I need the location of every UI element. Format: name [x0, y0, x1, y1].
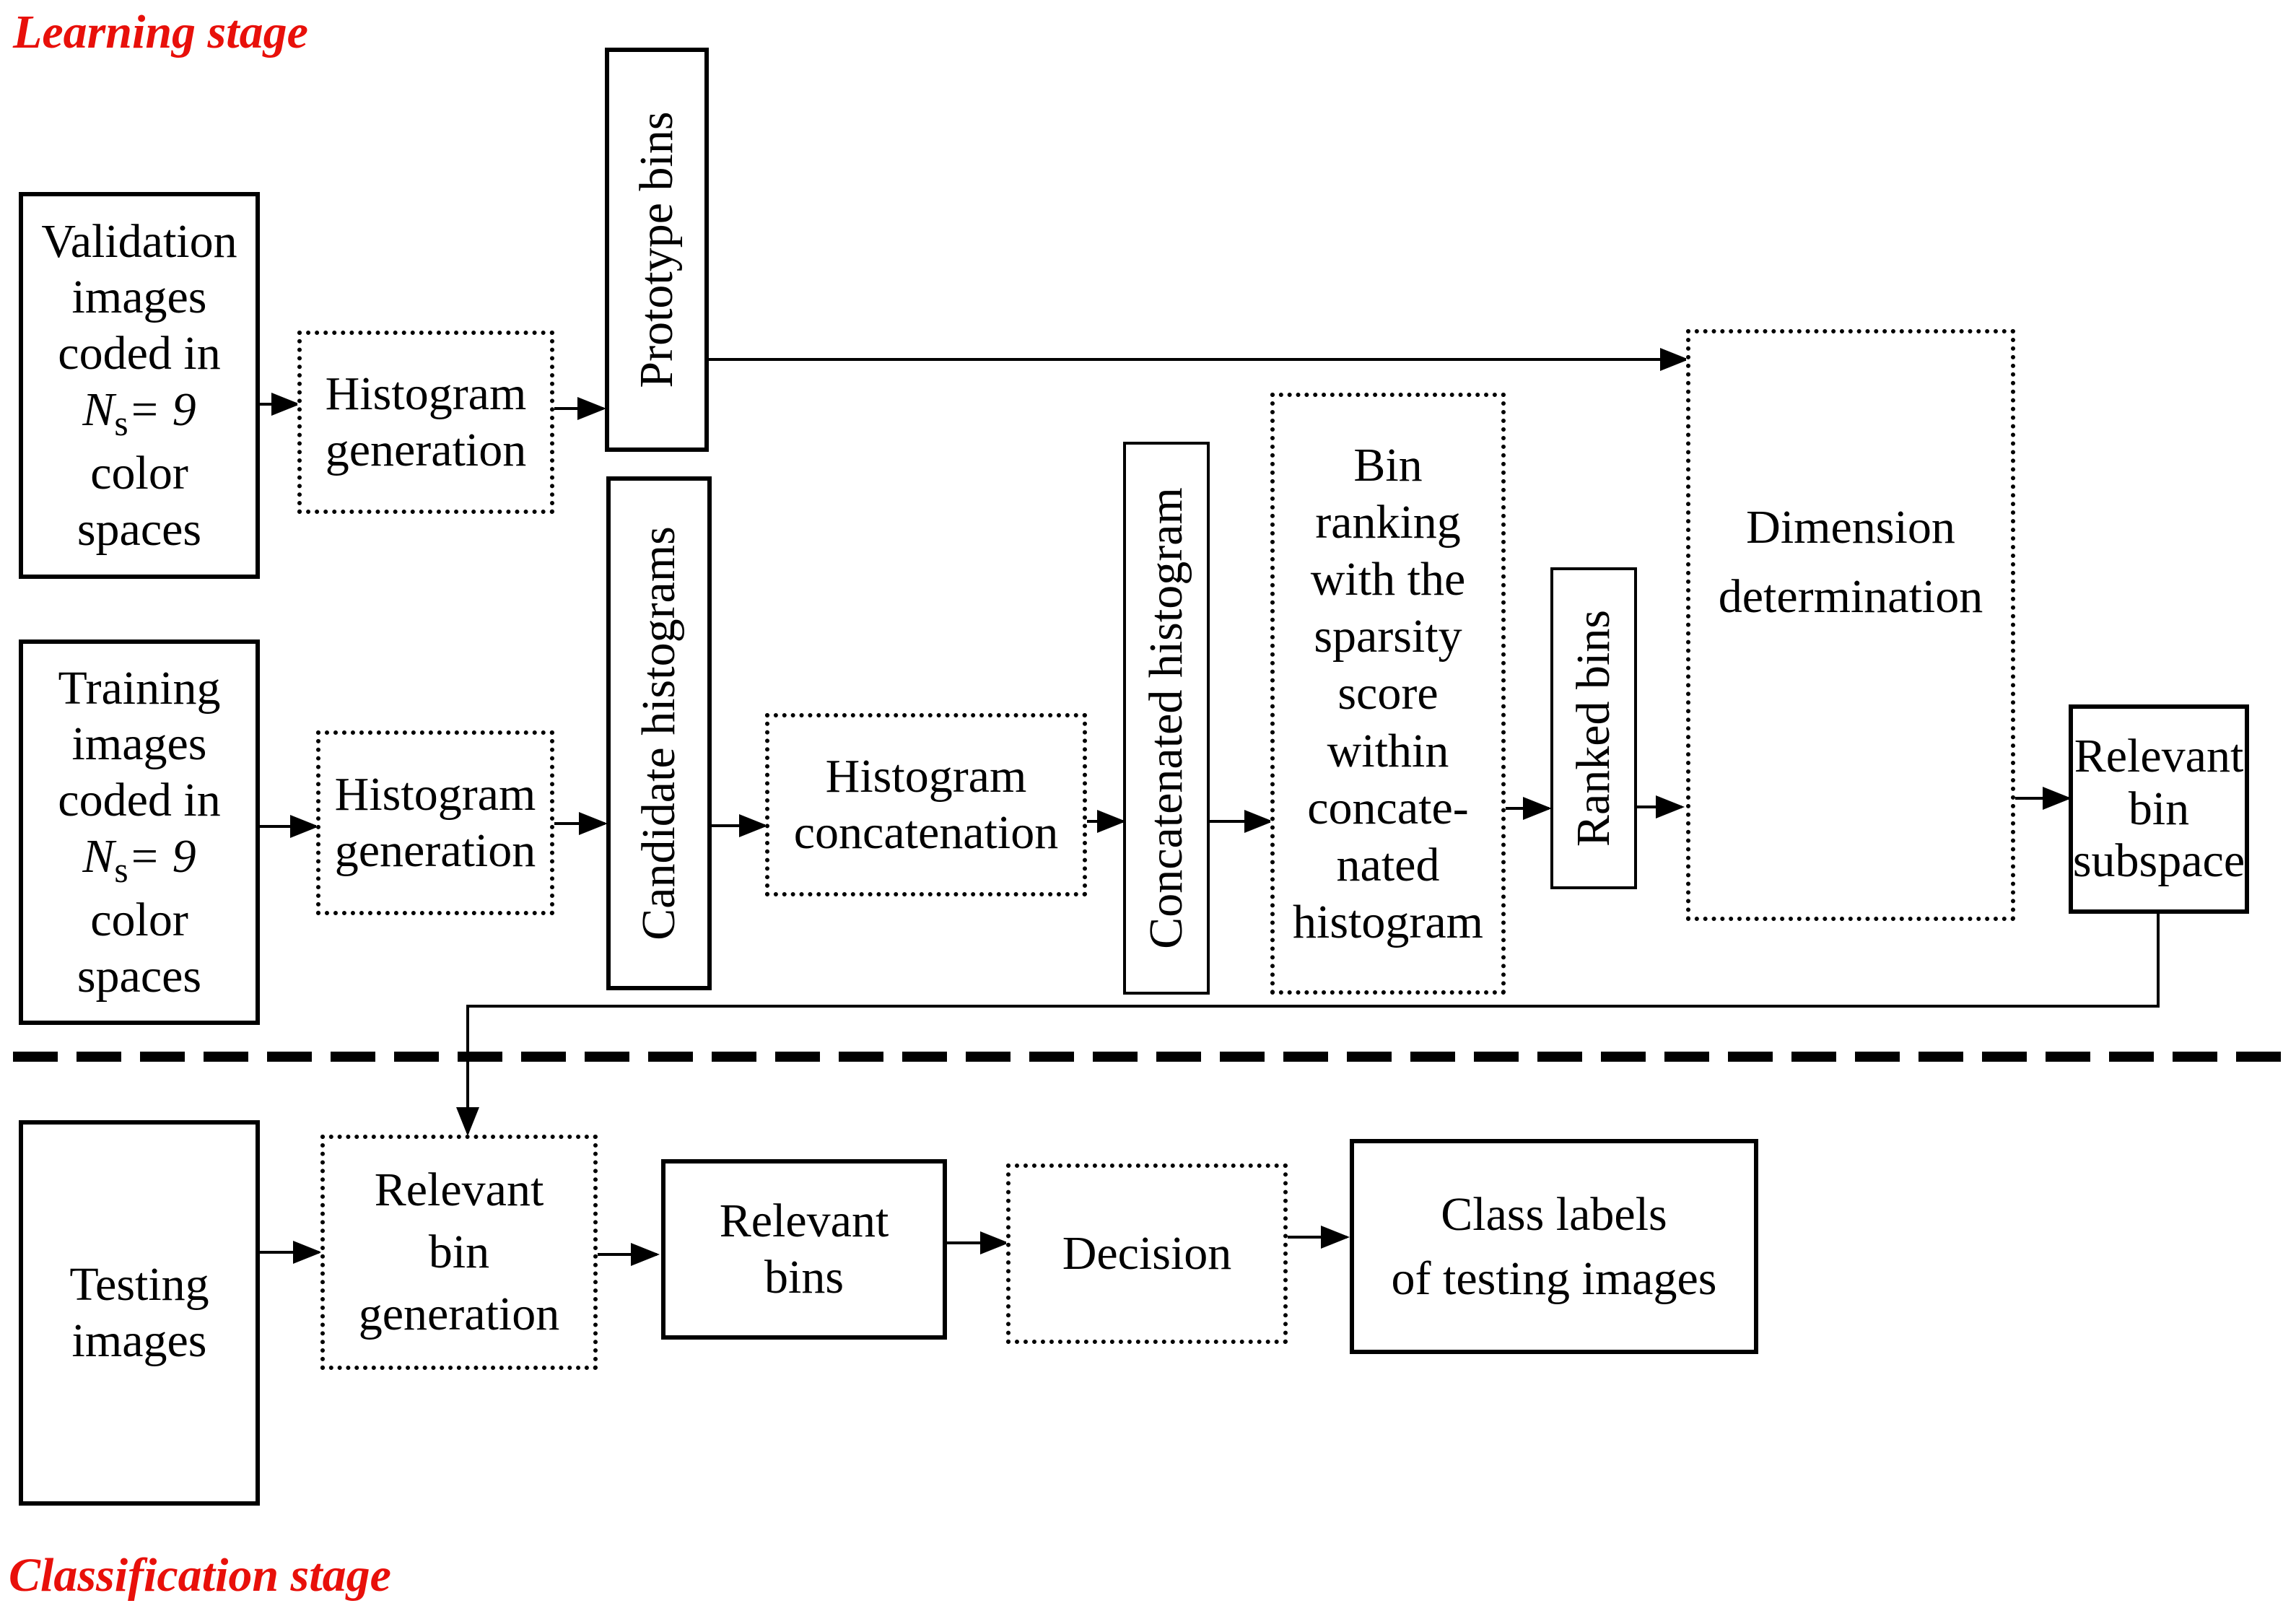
dimension-line-1: Dimension	[1746, 501, 1955, 554]
training-line-3: coded in	[58, 774, 221, 827]
validation-line-3: coded in	[58, 327, 221, 380]
histgen-validation-line-2: generation	[325, 424, 527, 476]
relevant-bins-box: Relevant bins	[661, 1159, 947, 1340]
training-ns-formula: Ns= 9	[82, 830, 196, 891]
validation-ns-formula: Ns= 9	[82, 383, 196, 444]
histgen-training-line-2: generation	[334, 824, 536, 877]
class-labels-box: Class labels of testing images	[1350, 1139, 1758, 1354]
validation-images-box: Validation images coded in Ns= 9 color s…	[19, 192, 260, 579]
relevant-bin-generation-box: Relevant bin generation	[320, 1135, 598, 1370]
decision-line-1: Decision	[1062, 1227, 1232, 1280]
subspace-line-3: subspace	[2072, 834, 2245, 888]
relevant-bins-line-1: Relevant	[719, 1195, 889, 1248]
bin-ranking-line-4: sparsity	[1314, 610, 1462, 663]
bin-ranking-line-5: score	[1337, 667, 1439, 720]
testing-line-1: Testing	[69, 1258, 209, 1311]
bin-ranking-box: Bin ranking with the sparsity score with…	[1270, 393, 1506, 995]
validation-line-6: spaces	[77, 502, 202, 556]
candidate-histograms-label: Candidate histograms	[632, 526, 685, 940]
dimension-determination-box: Dimension determination	[1686, 329, 2015, 921]
subspace-line-1: Relevant	[2074, 730, 2244, 783]
validation-line-5: color	[90, 446, 188, 499]
testing-line-2: images	[71, 1314, 207, 1367]
histgen-validation-line-1: Histogram	[325, 367, 527, 421]
training-line-5: color	[90, 893, 188, 946]
concat-line-2: concatenation	[793, 806, 1059, 859]
class-labels-line-1: Class labels	[1441, 1187, 1667, 1241]
ranked-bins-box	[1550, 567, 1637, 889]
ranked-bins-label: Ranked bins	[1567, 609, 1620, 847]
concat-line-1: Histogram	[825, 750, 1027, 803]
prototype-bins-box	[605, 48, 709, 452]
bin-ranking-line-9: histogram	[1293, 896, 1483, 949]
histogram-generation-training-box: Histogram generation	[316, 730, 554, 915]
histogram-concatenation-box: Histogram concatenation	[765, 713, 1087, 896]
bin-ranking-line-6: within	[1327, 724, 1449, 777]
relevant-bin-subspace-box: Relevant bin subspace	[2069, 704, 2249, 914]
testing-images-box: Testing images	[19, 1120, 260, 1506]
bin-ranking-line-7: concate-	[1307, 781, 1469, 834]
decision-box: Decision	[1006, 1164, 1288, 1344]
training-line-2: images	[71, 717, 207, 771]
relevant-bin-generation-line-1: Relevant	[374, 1164, 544, 1217]
prototype-bins-label: Prototype bins	[630, 111, 683, 388]
training-images-box: Training images coded in Ns= 9 color spa…	[19, 639, 260, 1025]
classification-stage-title: Classification stage	[9, 1549, 391, 1602]
bin-ranking-line-2: ranking	[1315, 495, 1461, 549]
bin-ranking-line-8: nated	[1336, 838, 1440, 891]
concatenated-histogram-box	[1123, 442, 1210, 995]
concatenated-histogram-label: Concatenated histogram	[1140, 487, 1192, 949]
relevant-bin-generation-line-2: bin	[428, 1226, 490, 1279]
training-line-6: spaces	[77, 949, 202, 1003]
candidate-histograms-box	[606, 476, 712, 990]
learning-stage-title: Learning stage	[13, 6, 308, 58]
bin-ranking-line-3: with the	[1310, 553, 1466, 606]
bin-ranking-line-1: Bin	[1353, 438, 1423, 492]
class-labels-line-2: of testing images	[1391, 1252, 1717, 1305]
validation-line-2: images	[71, 271, 207, 324]
dimension-line-2: determination	[1718, 569, 1983, 623]
histogram-generation-validation-box: Histogram generation	[297, 331, 554, 514]
subspace-line-2: bin	[2128, 782, 2190, 835]
relevant-bin-generation-line-3: generation	[358, 1287, 560, 1340]
training-line-1: Training	[58, 661, 221, 715]
relevant-bins-line-2: bins	[764, 1251, 844, 1304]
validation-line-1: Validation	[41, 214, 237, 268]
arrow-subspace-to-relevant-bin-generation	[456, 913, 2160, 1136]
histgen-training-line-1: Histogram	[334, 768, 536, 821]
